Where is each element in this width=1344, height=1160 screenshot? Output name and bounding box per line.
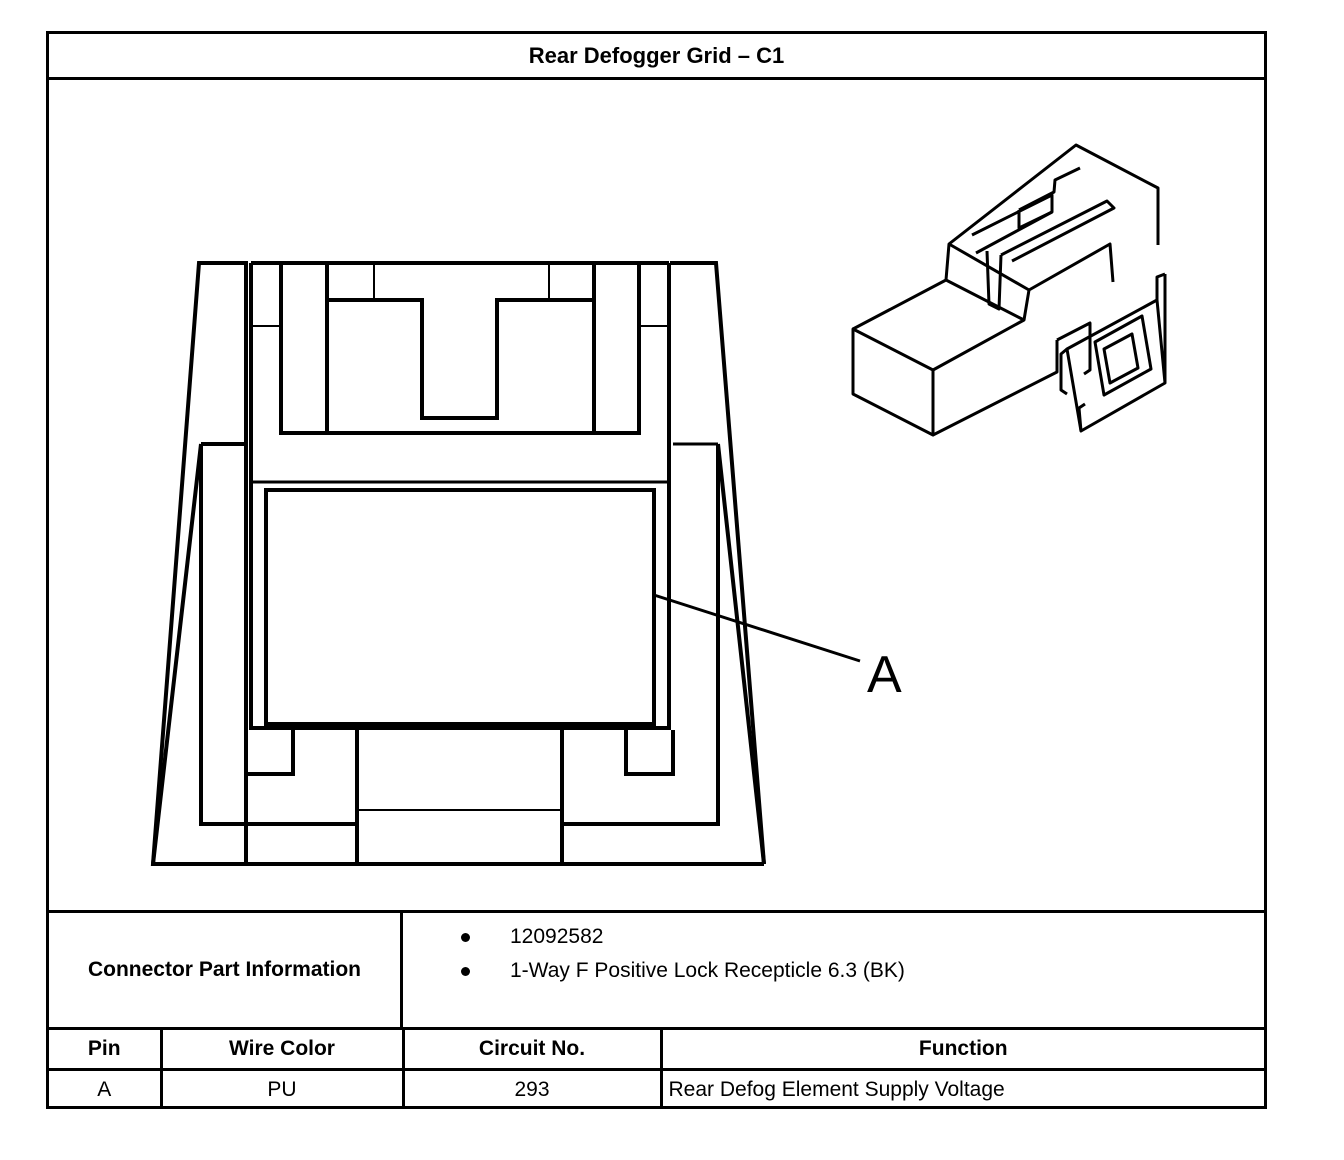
table-row: A PU 293 Rear Defog Element Supply Volta…: [49, 1068, 1264, 1109]
column-header-function: Function: [661, 1027, 1264, 1070]
connector-part-information-row: Connector Part Information 12092582 1-Wa…: [49, 910, 1264, 1027]
connector-end-view-sheet: Rear Defogger Grid – C1: [46, 31, 1267, 1109]
connector-face-view-icon: [150, 261, 861, 866]
connector-drawing: A: [150, 143, 1167, 866]
column-header-wire-color: Wire Color: [161, 1027, 405, 1070]
connector-part-information-label: Connector Part Information: [49, 913, 403, 1027]
function-cell: Rear Defog Element Supply Voltage: [661, 1068, 1264, 1109]
part-number: 12092582: [510, 925, 604, 948]
part-description: 1-Way F Positive Lock Recepticle 6.3 (BK…: [510, 959, 905, 982]
circuit-no-cell: 293: [403, 1068, 663, 1109]
column-header-circuit-no: Circuit No.: [403, 1027, 663, 1070]
connector-isometric-view-icon: [851, 143, 1167, 437]
bullet-icon: [461, 967, 470, 976]
cavity-a-callout: A: [867, 646, 902, 704]
table-header-row: Pin Wire Color Circuit No. Function: [49, 1027, 1264, 1070]
wire-color-cell: PU: [161, 1068, 405, 1109]
connector-part-information-list: 12092582 1-Way F Positive Lock Recepticl…: [403, 913, 1264, 1027]
pin-cell: A: [49, 1068, 163, 1109]
page-title: Rear Defogger Grid – C1: [49, 34, 1264, 80]
pin-table: Pin Wire Color Circuit No. Function A PU…: [49, 1027, 1264, 1109]
column-header-pin: Pin: [49, 1027, 163, 1070]
bullet-icon: [461, 933, 470, 942]
